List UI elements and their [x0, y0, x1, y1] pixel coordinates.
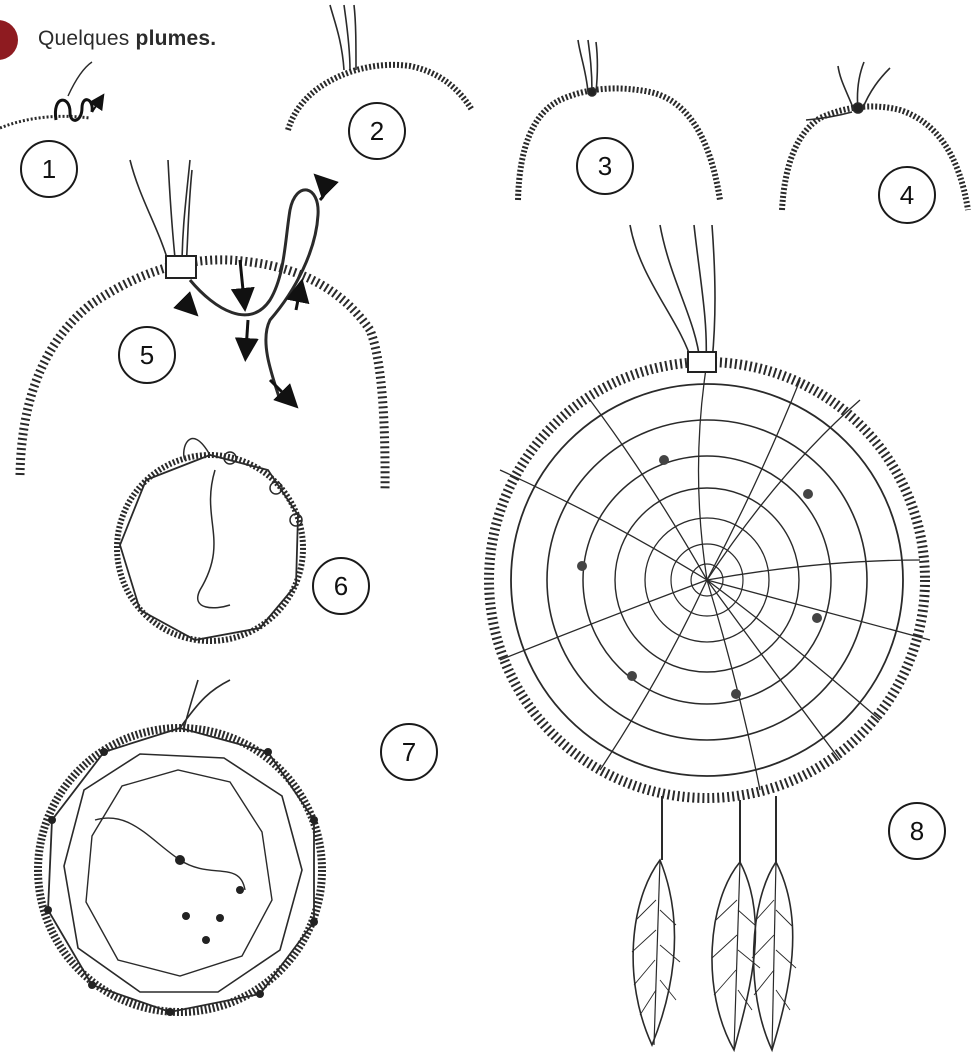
feather-icon: [632, 860, 680, 1045]
step7-illustration: [38, 680, 322, 1016]
step1-illustration: [0, 62, 100, 128]
step-number-2: 2: [348, 102, 406, 160]
step-number-4: 4: [878, 166, 936, 224]
step8-illustration: [489, 225, 930, 1050]
step5-illustration: [20, 160, 385, 490]
step-number-5: 5: [118, 326, 176, 384]
step-number-3: 3: [576, 137, 634, 195]
step-number-8: 8: [888, 802, 946, 860]
step-number-7: 7: [380, 723, 438, 781]
feather-icon: [752, 862, 796, 1050]
step4-illustration: [782, 62, 968, 210]
step-number-6: 6: [312, 557, 370, 615]
step-number-1: 1: [20, 140, 78, 198]
step6-illustration: [117, 438, 303, 641]
